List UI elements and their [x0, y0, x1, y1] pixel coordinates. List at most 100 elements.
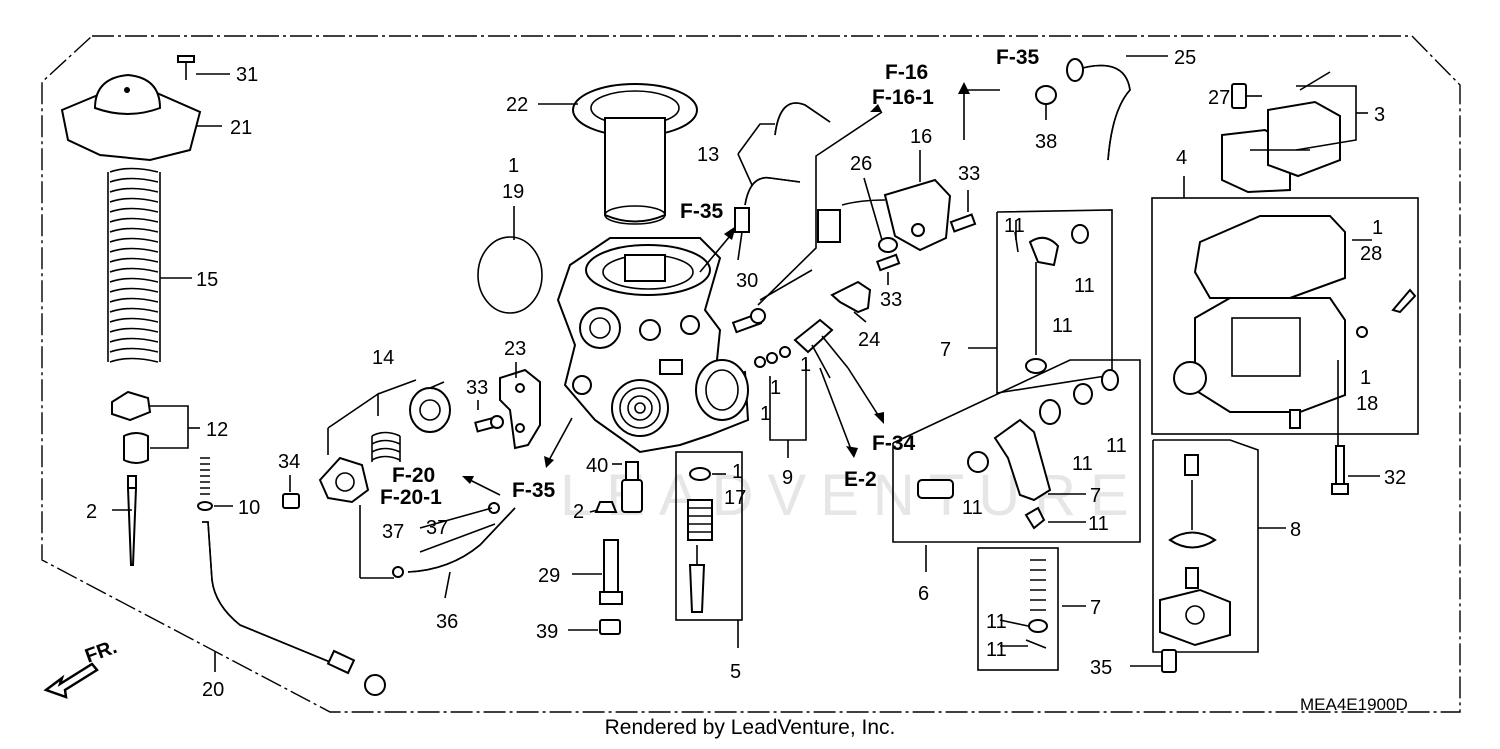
label-11: 11: [1074, 275, 1095, 297]
group-box-8: [1152, 439, 1259, 653]
pump-diaphragm-14: [409, 381, 451, 433]
ref-f16: F-16: [885, 61, 928, 84]
label-24: 24: [858, 329, 880, 351]
ref-f35-mid: F-35: [680, 200, 724, 223]
label-14: 14: [372, 347, 394, 369]
group-box-6: [892, 359, 1141, 543]
o-ring-19: [477, 236, 543, 314]
label-17: 17: [724, 487, 746, 509]
label-37: 37: [382, 521, 404, 543]
label-11: 11: [1088, 513, 1109, 535]
bracket-23: [499, 368, 541, 450]
bolt-32: [1331, 445, 1349, 495]
screw-33-top: [949, 213, 977, 233]
part-labels: 31 21 15 12 2 10 20 22 1 19 13 30 23 33 …: [86, 47, 1406, 701]
label-29: 29: [538, 565, 560, 587]
ref-f20-1: F-20-1: [380, 486, 442, 509]
label-32: 32: [1384, 467, 1406, 489]
screw-30: [731, 308, 766, 334]
label-11: 11: [986, 611, 1007, 633]
hose-25: [1066, 58, 1131, 161]
group-box-7-lower: [977, 547, 1059, 671]
label-12: 12: [206, 419, 228, 441]
label-11: 11: [1052, 315, 1073, 337]
label-2: 2: [86, 501, 97, 523]
label-27: 27: [1208, 87, 1230, 109]
label-35: 35: [1090, 657, 1112, 679]
label-7: 7: [940, 339, 951, 361]
label-11: 11: [962, 497, 983, 519]
ref-f20: F-20: [392, 464, 435, 487]
direction-label: FR.: [82, 636, 120, 668]
label-11: 11: [986, 639, 1007, 661]
hose-13: [734, 102, 831, 261]
hose-36: [392, 502, 516, 578]
label-1: 1: [732, 461, 743, 483]
sensor-16: [817, 178, 952, 252]
label-33: 33: [466, 377, 488, 399]
label-6: 6: [918, 583, 929, 605]
label-25: 25: [1174, 47, 1196, 69]
label-7: 7: [1090, 597, 1101, 619]
label-28: 28: [1360, 243, 1382, 265]
footer-credit: Rendered by LeadVenture, Inc.: [604, 716, 896, 739]
label-37: 37: [426, 517, 448, 539]
label-13: 13: [697, 144, 719, 166]
link-24: [830, 280, 872, 314]
carburetor-body: [556, 237, 750, 454]
small-parts-9: [754, 346, 791, 368]
reference-arrows: [462, 82, 1000, 496]
reference-codes: F-16 F-16-1 F-35 F-35 F-35 F-20 F-20-1 F…: [380, 46, 1040, 509]
diagram-frame: [41, 35, 1461, 713]
label-10: 10: [238, 497, 260, 519]
diagram-code: MEA4E1900D: [1300, 695, 1408, 714]
label-18: 18: [1356, 393, 1378, 415]
label-1: 1: [760, 403, 771, 425]
label-30: 30: [736, 270, 758, 292]
label-38: 38: [1035, 131, 1057, 153]
label-16: 16: [910, 126, 932, 148]
label-1: 1: [800, 354, 811, 376]
label-39: 39: [536, 621, 558, 643]
ref-e2: E-2: [844, 468, 877, 491]
label-1: 1: [1360, 367, 1371, 389]
jet-40: [621, 461, 643, 513]
enricher-tube: [793, 318, 849, 379]
pump-cover: [318, 456, 370, 504]
pump-spring-14: [371, 431, 401, 462]
label-33: 33: [958, 163, 980, 185]
group-box-5: [675, 451, 743, 621]
ref-f16-1: F-16-1: [872, 86, 934, 109]
label-21: 21: [230, 117, 252, 139]
label-2: 2: [573, 501, 584, 523]
label-11: 11: [1106, 435, 1127, 457]
label-5: 5: [730, 661, 741, 683]
label-1: 1: [508, 155, 519, 177]
screw-33-left: [474, 415, 504, 433]
screw-35: [1161, 649, 1177, 673]
top-cover-part: [60, 73, 202, 162]
label-26: 26: [850, 153, 872, 175]
throttle-cable-20: [197, 457, 386, 696]
label-36: 36: [436, 611, 458, 633]
label-22: 22: [506, 94, 528, 116]
label-31: 31: [236, 64, 258, 86]
label-4: 4: [1176, 147, 1187, 169]
jet-2: [594, 501, 618, 513]
label-1: 1: [770, 377, 781, 399]
screw-33-mid: [875, 253, 901, 272]
label-11: 11: [1004, 215, 1025, 237]
label-3: 3: [1374, 104, 1385, 126]
label-34: 34: [278, 451, 300, 473]
label-1: 1: [1372, 217, 1383, 239]
clamp-38: [1035, 85, 1057, 105]
label-15: 15: [196, 269, 218, 291]
washer-26: [878, 237, 898, 253]
label-20: 20: [202, 679, 224, 701]
label-40: 40: [586, 455, 608, 477]
float-3: [1221, 71, 1341, 194]
spring-15: [107, 167, 161, 363]
leader-lines: [112, 55, 1380, 672]
label-7: 7: [1090, 485, 1101, 507]
